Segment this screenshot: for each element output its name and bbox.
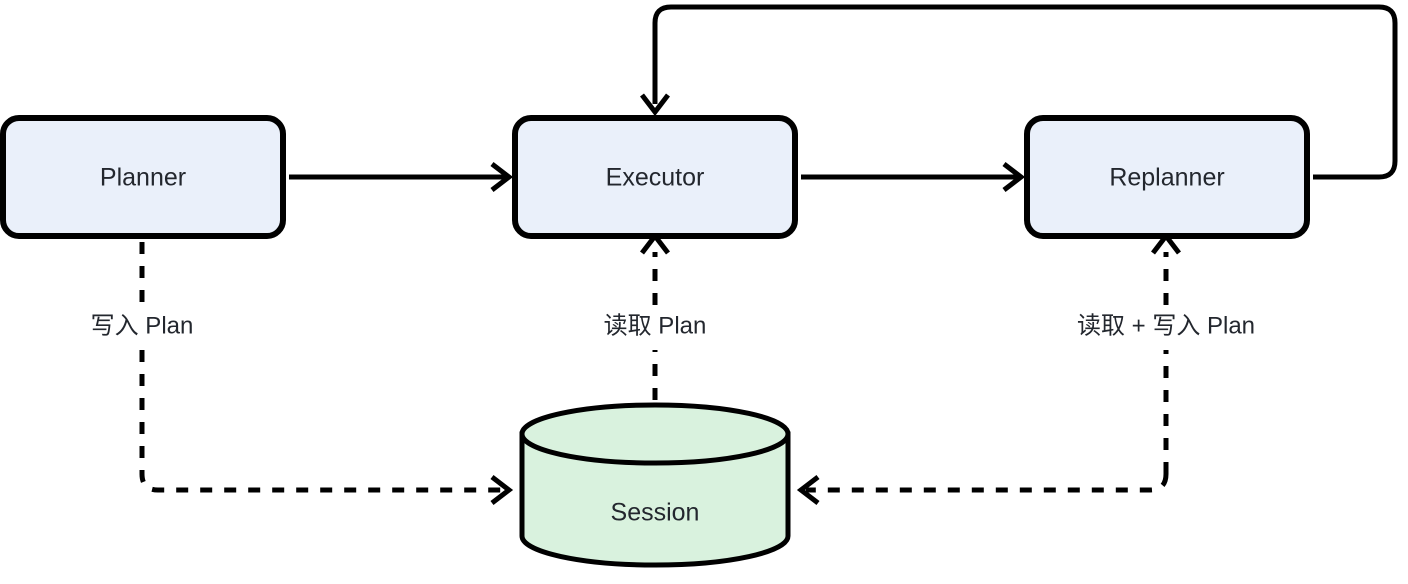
- edge-label-write-plan: 写入 Plan: [91, 312, 194, 339]
- node-planner[interactable]: Planner: [0, 115, 286, 239]
- node-session-body[interactable]: [519, 431, 791, 568]
- node-planner-shape[interactable]: [0, 115, 286, 239]
- edge-label-read-plan: 读取 Plan: [604, 312, 707, 339]
- node-replanner[interactable]: Replanner: [1024, 115, 1310, 239]
- edge-executor-to-replanner: [801, 162, 1026, 192]
- node-planner-label: Planner: [100, 164, 186, 192]
- edge-replanner-to-session: [796, 231, 1181, 505]
- node-executor-label: Executor: [606, 164, 705, 192]
- edge-label-read-write-plan: 读取 + 写入 Plan: [1077, 312, 1255, 339]
- node-executor[interactable]: Executor: [512, 115, 798, 239]
- node-replanner-shape[interactable]: [1024, 115, 1310, 239]
- node-replanner-label: Replanner: [1109, 164, 1224, 192]
- edge-planner-to-executor: [289, 162, 514, 192]
- node-session[interactable]: Session: [519, 402, 791, 568]
- edge-replanner-to-executor-loop: [640, 4, 1398, 180]
- node-session-label: Session: [611, 499, 700, 527]
- edge-planner-to-session: [139, 242, 514, 505]
- node-executor-shape[interactable]: [512, 115, 798, 239]
- node-session-top: [519, 402, 791, 466]
